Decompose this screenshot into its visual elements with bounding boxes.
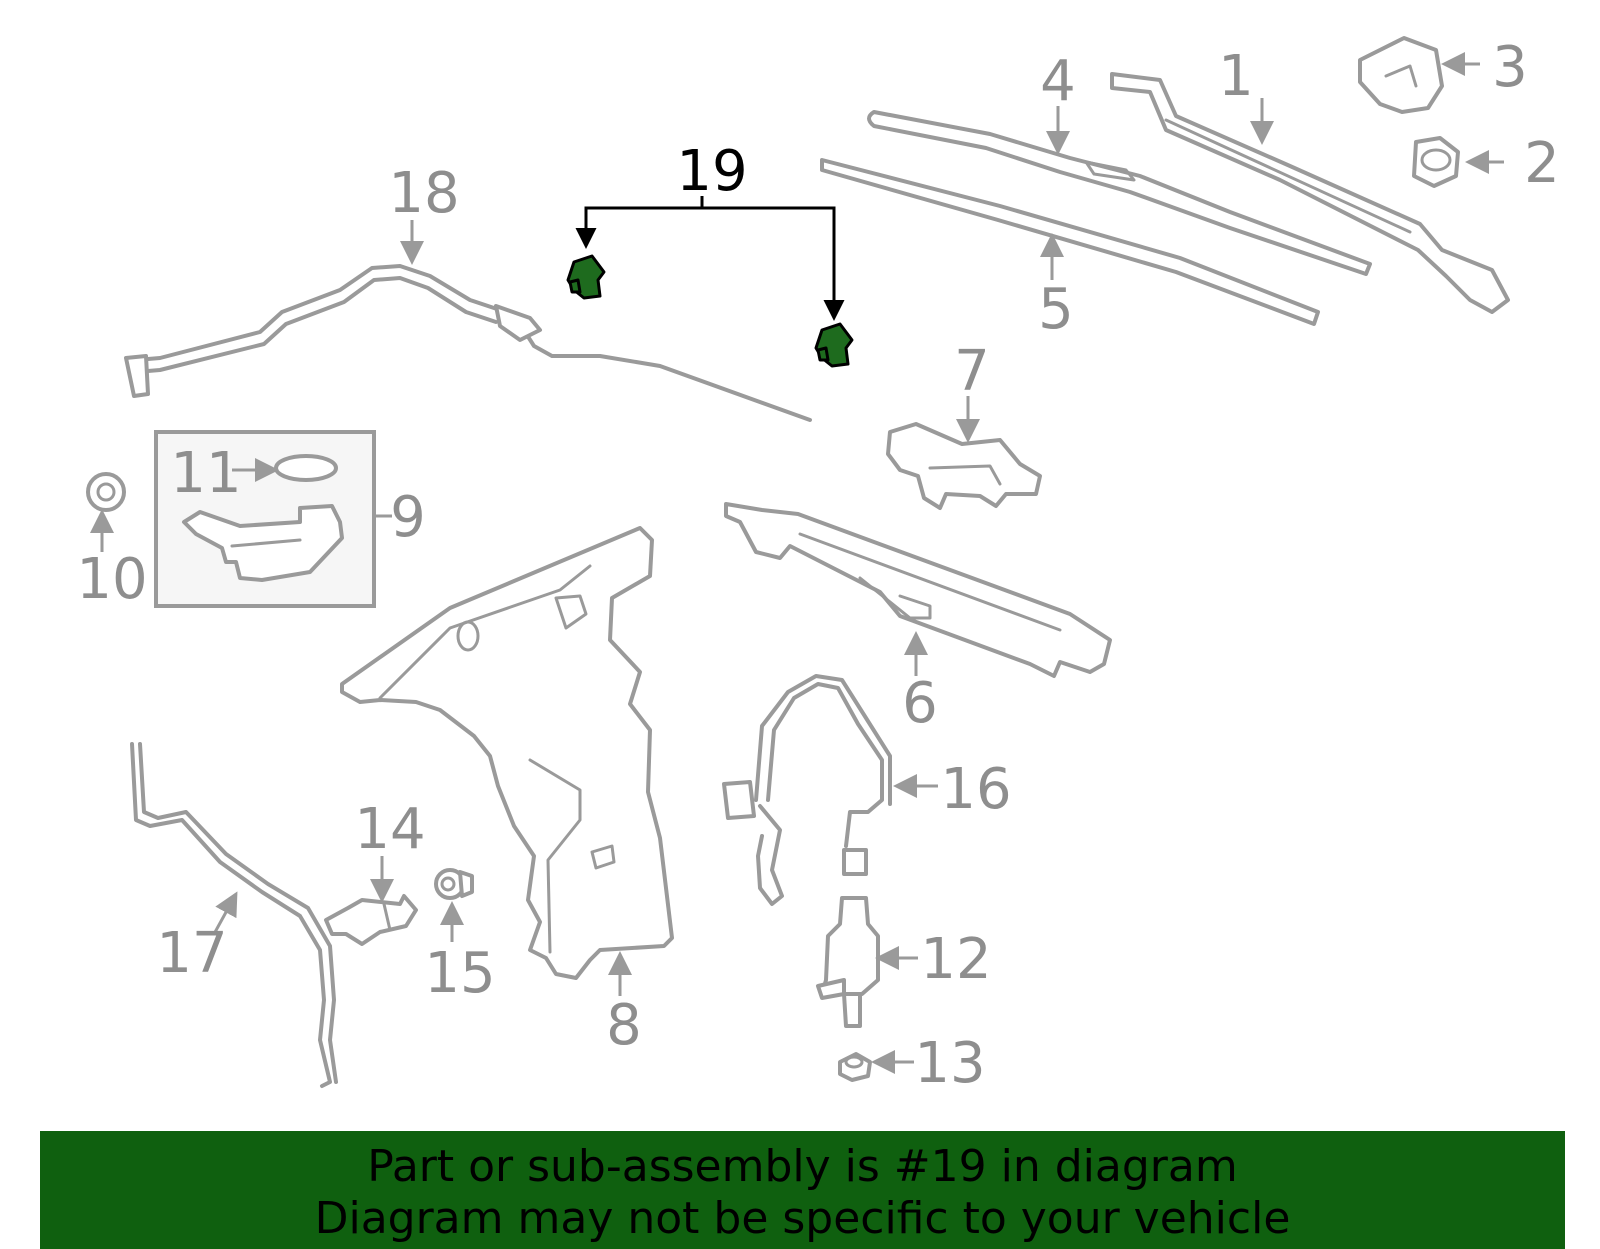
callout-6: 6 (902, 671, 938, 736)
arm-nut-part-2 (1412, 136, 1460, 188)
filler-hose-part-17 (130, 742, 338, 1088)
callout-2: 2 (1524, 131, 1560, 196)
callout-15: 15 (424, 941, 495, 1006)
callout-1: 1 (1218, 44, 1254, 109)
callout-7: 7 (954, 339, 990, 404)
callout-13: 13 (914, 1031, 985, 1096)
washer-nozzle-part-19-left (566, 254, 606, 300)
callout-14: 14 (354, 797, 425, 862)
level-sensor-part-14 (324, 894, 418, 946)
washer-reservoir-part-8 (340, 526, 674, 980)
callout-4: 4 (1040, 49, 1076, 114)
washer-hose-part-18 (124, 264, 812, 422)
grommet-part-15 (434, 868, 474, 900)
washer-nozzle-part-19-right (814, 322, 854, 368)
callout-17: 17 (156, 921, 227, 986)
wiper-blade-part-5 (820, 158, 1320, 326)
wiring-harness-part-16 (722, 674, 892, 906)
arm-cap-part-3 (1358, 36, 1444, 114)
grommet-part-10 (86, 472, 126, 512)
callout-16: 16 (940, 757, 1011, 822)
callout-8: 8 (606, 993, 642, 1058)
callout-9: 9 (390, 485, 426, 550)
callout-10: 10 (76, 547, 147, 612)
callout-18: 18 (388, 161, 459, 226)
wiper-arm-part-1 (1110, 72, 1510, 314)
grommet-part-13 (838, 1052, 872, 1082)
wiper-motor-part-7 (886, 422, 1042, 510)
parts-diagram: 1 2 3 4 5 19 18 (76, 35, 1560, 1096)
callout-12: 12 (920, 927, 991, 992)
washer-pump-part-12 (816, 896, 880, 1028)
banner-line-2: Diagram may not be specific to your vehi… (314, 1193, 1291, 1244)
wiper-linkage-part-6 (724, 502, 1112, 678)
wiper-blade-part-4 (867, 110, 1372, 276)
callout-19: 19 (676, 139, 747, 204)
callout-3: 3 (1492, 35, 1528, 100)
info-banner: Part or sub-assembly is #19 in diagram D… (40, 1131, 1565, 1249)
callout-5: 5 (1038, 277, 1074, 342)
callout-11: 11 (170, 441, 241, 506)
banner-line-1: Part or sub-assembly is #19 in diagram (367, 1141, 1238, 1192)
